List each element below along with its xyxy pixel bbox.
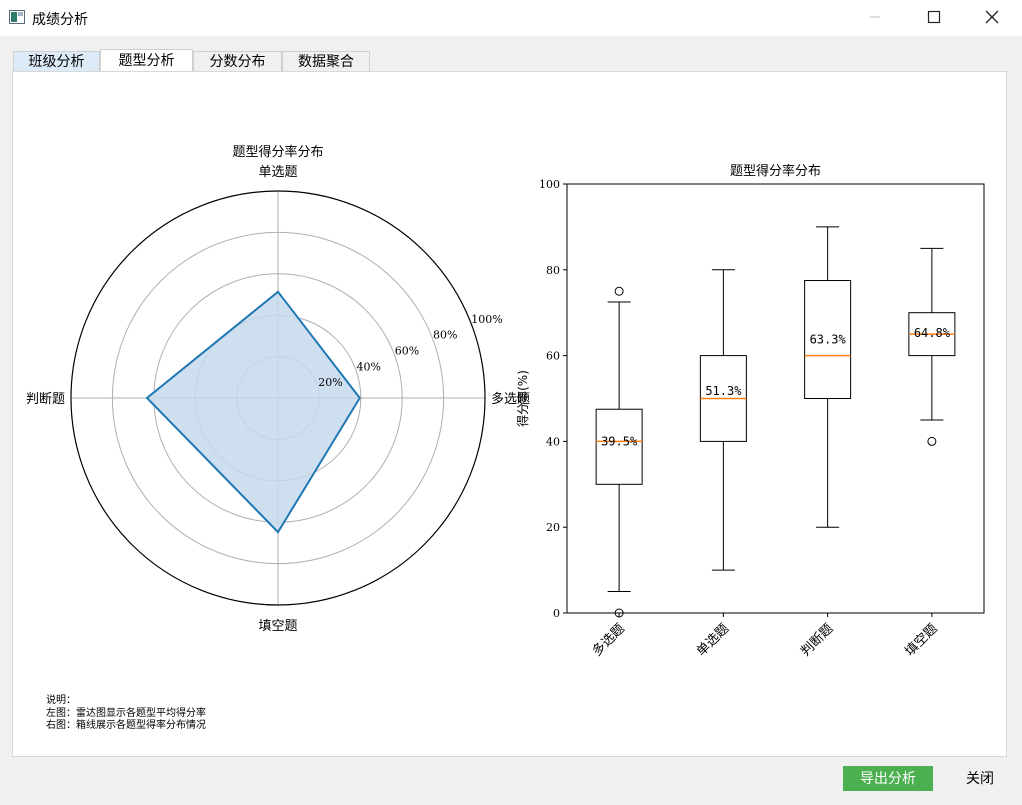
maximize-icon	[927, 10, 941, 24]
radar-axis-label: 判断题	[26, 392, 65, 407]
export-analysis-button[interactable]: 导出分析	[843, 766, 933, 791]
y-tick-label: 80	[546, 264, 560, 277]
minimize-icon	[870, 16, 880, 18]
radar-axis-label: 单选题	[258, 165, 297, 180]
box-outlier	[927, 436, 937, 446]
x-tick-label: 多选题	[589, 621, 628, 660]
x-tick-label: 填空题	[903, 621, 941, 659]
x-tick-label: 判断题	[798, 621, 836, 659]
close-button[interactable]: 关闭	[948, 766, 1012, 791]
box-iqr	[804, 280, 852, 399]
radar-axis-label: 填空题	[258, 619, 297, 634]
note-line: 左图：雷达图显示各题型平均得分率	[46, 707, 206, 719]
close-icon	[985, 10, 999, 24]
radar-radial-tick-label: 60%	[395, 344, 419, 357]
y-tick-label: 20	[546, 521, 560, 534]
radar-radial-tick-label: 80%	[433, 329, 457, 342]
box-mean-label: 64.8%	[914, 326, 951, 340]
title-bar: 成绩分析	[0, 0, 1022, 36]
y-tick-label: 40	[546, 435, 560, 448]
radar-series-area	[145, 290, 361, 534]
analysis-figure: 题型得分率分布单选题多选题填空题判断题20%40%60%80%100%题型得分率…	[26, 144, 985, 660]
radar-radial-tick-label: 100%	[471, 313, 502, 326]
radar-chart-title: 题型得分率分布	[232, 144, 323, 160]
chart-note: 说明： 左图：雷达图显示各题型平均得分率 右图：箱线展示各题型得率分布情况	[46, 695, 206, 733]
minimize-button[interactable]	[852, 0, 898, 34]
box-mean-label: 39.5%	[601, 435, 638, 449]
y-tick-label: 100	[539, 178, 560, 191]
maximize-button[interactable]	[911, 0, 957, 34]
x-tick-label: 单选题	[694, 621, 732, 659]
tab-data-aggregation[interactable]: 数据聚合	[282, 51, 370, 71]
chart-window-icon	[9, 10, 25, 24]
radar-radial-tick-label: 20%	[318, 376, 342, 389]
box-mean-label: 63.3%	[810, 332, 847, 346]
box-outlier	[614, 286, 624, 296]
close-window-button[interactable]	[969, 0, 1015, 34]
box-iqr	[595, 408, 643, 485]
note-line: 说明：	[46, 695, 76, 706]
box-plot-frame	[566, 183, 985, 614]
window-title: 成绩分析	[32, 12, 88, 28]
tab-class-analysis[interactable]: 班级分析	[13, 51, 100, 71]
box-mean-label: 51.3%	[705, 384, 742, 398]
tab-question-type-analysis[interactable]: 题型分析	[100, 49, 193, 72]
y-tick-label: 0	[553, 607, 560, 620]
tab-score-distribution[interactable]: 分数分布	[193, 51, 282, 71]
box-chart-title: 题型得分率分布	[730, 163, 821, 179]
radar-axis-label: 多选题	[491, 391, 530, 407]
y-axis-label: 得分率(%)	[515, 370, 530, 427]
note-line: 右图：箱线展示各题型得率分布情况	[46, 720, 206, 731]
y-tick-label: 60	[546, 350, 560, 363]
radar-radial-tick-label: 40%	[356, 360, 380, 373]
radar-outer-circle	[70, 190, 486, 606]
